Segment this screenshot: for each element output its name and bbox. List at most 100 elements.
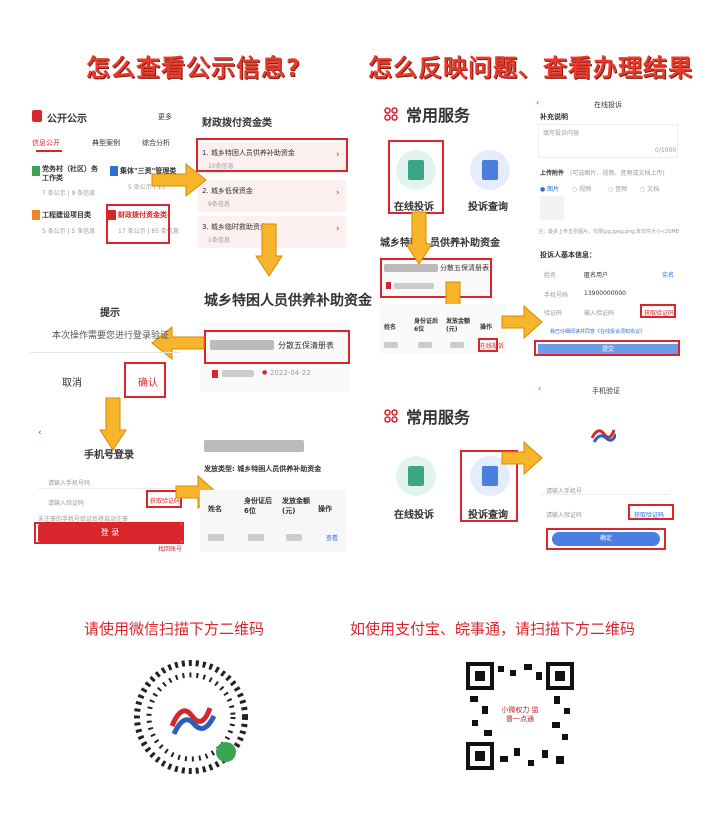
field-phone-value[interactable]: 13900000000 — [584, 290, 626, 297]
supplement-label: 补充说明 — [540, 113, 568, 121]
tab-cases[interactable]: 典型案例 — [92, 139, 120, 147]
card-fund-title[interactable]: 财政拨付资金类 — [118, 211, 167, 219]
highlight-fund-card — [106, 204, 170, 244]
online-complaint-label[interactable]: 在线投诉 — [394, 202, 434, 213]
verify-confirm-button[interactable]: 确定 — [552, 532, 660, 546]
field-name-value[interactable]: 匿名用户 — [584, 272, 609, 279]
table: 姓名 身份证后6位 发放金额(元) 操作 查看 — [200, 490, 346, 552]
card-project-title[interactable]: 工程建设项目类 — [42, 211, 91, 219]
services-grid-icon — [384, 408, 398, 423]
real-name-button[interactable]: 实名 — [662, 272, 675, 279]
field-code-input[interactable]: 输入验证码 — [584, 310, 615, 317]
highlight-complaint-link — [478, 338, 498, 352]
tab-underline — [36, 150, 62, 152]
submit-button[interactable]: 提交 — [538, 344, 678, 356]
verify-header: 手机验证 — [592, 387, 620, 395]
arrow-right-icon — [501, 304, 543, 340]
card-party-stats: 7 条公示 | 9 条信息 — [42, 190, 96, 197]
complaint-link[interactable]: 在线投诉 — [480, 343, 505, 350]
masked-name — [210, 340, 274, 350]
th-name: 姓名 — [384, 324, 397, 331]
char-counter: 0/1000 — [655, 147, 677, 154]
highlight-verify-code — [628, 504, 674, 520]
form-get-code-button[interactable]: 获取验证码 — [644, 310, 675, 317]
back-icon[interactable]: ‹ — [38, 428, 42, 438]
location-icon: ● — [262, 369, 268, 376]
heading-left: 怎么查看公示信息? — [86, 54, 301, 82]
alipay-caption: 如使用支付宝、皖事通，请扫描下方二维码 — [350, 620, 636, 638]
tab-info-public[interactable]: 信息公开 — [32, 139, 60, 147]
fund-detail-row[interactable]: 分散五保清册表 ● 2022-04-22 — [200, 322, 350, 392]
th-id: 身份证后6位 — [244, 497, 272, 515]
cancel-button[interactable]: 取消 — [62, 378, 82, 389]
verify-phone-input[interactable]: 请输入手机号 — [546, 488, 583, 495]
login-title: 手机号登录 — [84, 450, 134, 461]
complaint-textarea[interactable]: 填写投诉内容 0/1000 — [538, 124, 678, 158]
field-code-label: 验证码 — [544, 310, 563, 317]
radio-image[interactable]: ● 图片 — [540, 186, 560, 193]
fund-item-1[interactable]: 1. 城乡特困人员供养补助资金 10条信息 › — [198, 142, 346, 174]
agree-checkbox[interactable]: 我已仔细阅读并同意《在线投诉须知协议》 — [550, 329, 646, 335]
chevron-right-icon: › — [336, 150, 340, 160]
highlight-online-complaint — [388, 140, 444, 214]
arrow-left-icon — [151, 325, 205, 361]
more-link[interactable]: 更多 — [158, 113, 172, 121]
wechat-qr-code — [134, 660, 248, 774]
highlight-submit — [534, 340, 680, 356]
row-suffix: 分散五保清册表 — [278, 341, 334, 350]
online-complaint-icon[interactable] — [396, 456, 436, 496]
chevron-right-icon: › — [336, 188, 340, 198]
get-code-button[interactable]: 获取验证码 — [150, 498, 181, 505]
services-title: 常用服务 — [406, 106, 471, 125]
highlight-detail-row — [204, 330, 350, 364]
services-fund-row[interactable]: 分散五保清册表 — [380, 256, 496, 296]
prompt-title: 提示 — [100, 308, 120, 319]
back-icon[interactable]: ‹ — [538, 384, 542, 393]
complaint-query-label-2[interactable]: 投诉查询 — [468, 510, 508, 521]
notice-icon — [32, 110, 42, 122]
highlight-login — [34, 522, 184, 544]
masked-title — [204, 440, 304, 452]
view-link[interactable]: 查看 — [326, 535, 339, 542]
fund-item-2-count: 9条信息 — [208, 201, 230, 208]
online-complaint-label-2[interactable]: 在线投诉 — [394, 510, 434, 521]
divider — [30, 352, 180, 353]
assets-icon — [110, 166, 118, 176]
card-party-title[interactable]: 党务村（社区）务工作类 — [42, 165, 98, 182]
complaint-query-icon[interactable] — [470, 150, 510, 190]
forgot-link[interactable]: 找回账号 — [158, 546, 183, 553]
info-title: 投诉人基本信息： — [540, 251, 596, 259]
radio-doc[interactable]: ○ 文档 — [640, 186, 660, 193]
arrow-down-icon — [405, 211, 433, 265]
card-assets-title[interactable]: 集体"三资"管理类 — [120, 167, 177, 175]
doc-icon — [386, 282, 391, 289]
confirm-button[interactable]: 确认 — [138, 378, 158, 389]
project-icon — [32, 210, 40, 220]
complaint-query-label[interactable]: 投诉查询 — [468, 202, 508, 213]
back-icon[interactable]: ‹ — [536, 98, 540, 107]
verify-get-code-button[interactable]: 获取验证码 — [634, 512, 665, 519]
camera-icon[interactable] — [540, 196, 564, 220]
radio-audio[interactable]: ○ 音频 — [608, 186, 628, 193]
verify-code-input[interactable]: 请输入验证码 — [546, 512, 583, 519]
th-amount: 发放金额(元) — [446, 318, 471, 333]
logo — [590, 424, 618, 444]
th-id: 身份证后6位 — [414, 318, 439, 333]
fund-item-1-count: 10条信息 — [208, 163, 234, 170]
masked-cell — [208, 534, 224, 541]
code-input[interactable]: 请输入验证码 — [48, 500, 85, 507]
fund-item-2[interactable]: 2. 城乡低保资金 9条信息 › — [198, 180, 346, 212]
masked-cell — [286, 534, 302, 541]
masked-cell — [248, 534, 264, 541]
table-type-line: 发放类型: 城乡特困人员供养补助资金 — [204, 465, 322, 473]
th-name: 姓名 — [208, 505, 222, 513]
phone-input[interactable]: 请输入手机号码 — [48, 480, 91, 487]
textarea-placeholder: 填写投诉内容 — [543, 130, 580, 137]
field-name-label: 姓名 — [544, 272, 557, 279]
arrow-down-icon — [255, 223, 283, 277]
tab-analysis[interactable]: 综合分析 — [142, 139, 170, 147]
radio-video[interactable]: ○ 视频 — [572, 186, 592, 193]
services-grid-icon — [384, 106, 398, 121]
login-button[interactable]: 登 录 — [38, 524, 182, 542]
online-complaint-icon[interactable] — [396, 150, 436, 190]
